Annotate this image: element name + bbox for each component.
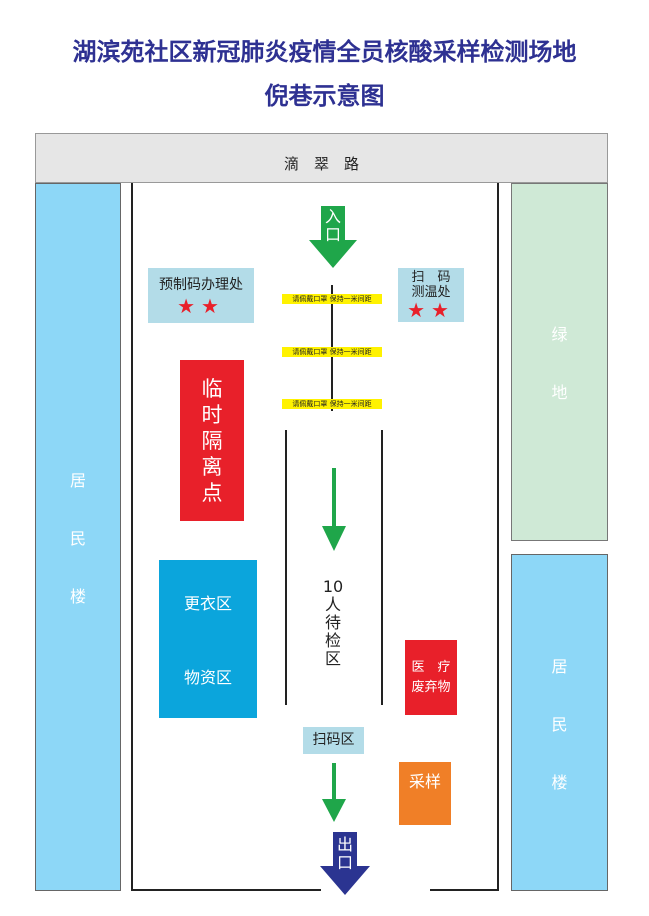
label: 民 — [69, 529, 86, 548]
exit-arrow-icon — [320, 832, 370, 895]
label: 楼 — [69, 587, 86, 606]
entrance-label: 入口 — [324, 207, 341, 244]
sampling-station: 采样 — [399, 762, 451, 825]
medical-waste-area: 医 疗 废弃物 — [405, 640, 457, 715]
star-icon: ★★ — [177, 293, 225, 318]
label: 地 — [551, 383, 568, 402]
boundary-bottom-left — [131, 889, 321, 891]
notice-sign: 请佩戴口罩 保持一米间距 — [282, 347, 382, 357]
title-line-2: 倪巷示意图 — [264, 82, 385, 110]
lane-line-left — [285, 430, 287, 705]
label: 居 — [551, 656, 568, 676]
boundary-line-right — [497, 183, 499, 891]
right-residential-building: 居 民 楼 — [511, 554, 608, 891]
scan-temperature-station: 扫 码 测温处 ★★ — [398, 268, 464, 322]
down-arrow-icon — [322, 468, 346, 551]
road-dicui: 滴 翠 路 — [35, 133, 608, 183]
boundary-bottom-right — [430, 889, 499, 891]
lane-line-right — [381, 430, 383, 705]
changing-supplies-area: 更衣区 物资区 — [159, 560, 257, 718]
left-residential-building: 居 民 楼 — [35, 183, 121, 891]
title-line-1: 湖滨苑社区新冠肺炎疫情全员核酸采样检测场地 — [72, 38, 577, 66]
supplies-area-label: 物资区 — [183, 668, 232, 687]
label: 民 — [551, 714, 568, 734]
star-icon: ★★ — [407, 298, 455, 322]
label: 居 — [69, 471, 86, 490]
green-space: 绿 地 — [511, 183, 608, 541]
temporary-isolation-point: 临时隔离点 — [180, 360, 244, 521]
label: 楼 — [551, 772, 568, 792]
label: 绿 — [551, 325, 568, 344]
notice-sign: 请佩戴口罩 保持一米间距 — [282, 399, 382, 409]
precode-office: 预制码办理处 ★★ — [148, 268, 254, 323]
changing-area-label: 更衣区 — [183, 594, 232, 613]
exit-label: 出口 — [336, 835, 353, 872]
notice-sign: 请佩戴口罩 保持一米间距 — [282, 294, 382, 304]
entrance-arrow-icon — [309, 206, 357, 268]
boundary-line-left — [131, 183, 133, 891]
down-arrow-icon — [322, 763, 346, 822]
scan-code-zone: 扫码区 — [303, 727, 364, 754]
